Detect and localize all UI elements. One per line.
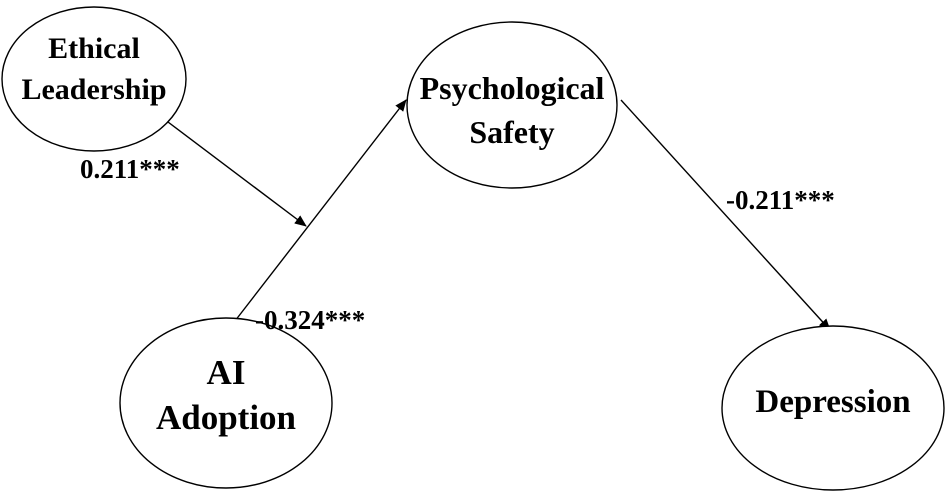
node-psychological-safety: Psychological Safety — [406, 21, 618, 189]
node-depression-label: Depression — [755, 384, 910, 420]
ethical-leadership-moderation-arrow — [167, 121, 307, 227]
node-psychological-safety-label-line2: Safety — [469, 114, 554, 150]
ai-adoption-to-psychological-safety-arrow — [227, 99, 407, 331]
node-ai-adoption-label-line1: AI — [207, 353, 246, 392]
node-psychological-safety-label-line1: Psychological — [420, 70, 605, 106]
node-ai-adoption-label-line2: Adoption — [156, 398, 296, 437]
node-ethical-leadership-label-line2: Leadership — [21, 73, 166, 106]
node-ethical-leadership: Ethical Leadership — [1, 6, 187, 152]
coefficient-ai-adoption: -0.324*** — [255, 305, 365, 335]
node-ai-adoption: AI Adoption — [119, 317, 333, 489]
node-depression: Depression — [721, 325, 945, 491]
coefficient-psychological-safety: -0.211*** — [726, 185, 835, 215]
coefficient-ethical-leadership: 0.211*** — [80, 154, 180, 184]
node-ethical-leadership-label-line1: Ethical — [48, 32, 140, 65]
psychological-safety-to-depression-arrow — [620, 99, 831, 331]
